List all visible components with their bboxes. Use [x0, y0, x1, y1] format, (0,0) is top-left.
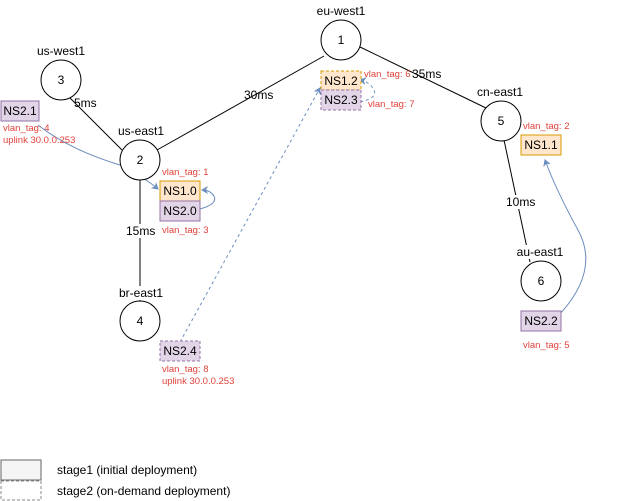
- region-node-6: 6: [520, 260, 562, 302]
- arrow-ns2-3-to-ns1-2: [359, 77, 376, 103]
- ns-box-ns2-0: [159, 200, 201, 222]
- svg-text:3: 3: [58, 73, 65, 87]
- ns-label: NS1.2: [324, 74, 358, 88]
- ns-box-ns1-2: [320, 70, 362, 91]
- latency-label: 35ms: [412, 67, 441, 81]
- link-1-5: [357, 45, 487, 109]
- arrow-ns2-2-to-ns1-1: [543, 159, 587, 315]
- region-name: us-east1: [118, 124, 164, 138]
- vlan-tag: vlan_tag: 1: [162, 167, 208, 178]
- legend-label: stage2 (on-demand deployment): [57, 484, 230, 498]
- ns-box-ns1-1: [520, 134, 562, 156]
- uplink-label: uplink 30.0.0.253: [162, 376, 234, 387]
- ns-box-ns2-2: [520, 310, 562, 332]
- legend-swatch-stage2: [0, 480, 42, 501]
- region-node-3: 3: [40, 59, 82, 101]
- svg-text:1: 1: [338, 33, 345, 47]
- arrow-ns2-4-to-ns1-2: [179, 87, 321, 343]
- vlan-tag: vlan_tag: 6: [364, 69, 410, 80]
- vlan-tag: vlan_tag: 7: [368, 99, 414, 110]
- link-2-1: [156, 55, 325, 151]
- arrow-ns2-1-to-ns1-0: [37, 124, 159, 190]
- vlan-tag: vlan_tag: 8: [162, 364, 208, 375]
- svg-text:6: 6: [538, 274, 545, 288]
- region-node-2: 2: [119, 139, 161, 181]
- region-name: cn-east1: [477, 85, 523, 99]
- latency-label: 15ms: [126, 224, 155, 238]
- vlan-tag: vlan_tag: 2: [523, 121, 569, 132]
- ns-label: NS2.1: [3, 104, 37, 118]
- ns-label: NS2.0: [163, 204, 197, 218]
- latency-label: 5ms: [74, 96, 97, 110]
- region-node-1: 1: [320, 19, 362, 61]
- svg-text:2: 2: [137, 153, 144, 167]
- arrow-ns2-0-to-ns1-0: [199, 186, 216, 210]
- region-name: br-east1: [119, 286, 163, 300]
- latency-label: 30ms: [244, 88, 273, 102]
- region-name: au-east1: [517, 245, 564, 259]
- vlan-tag: vlan_tag: 3: [162, 225, 208, 236]
- ns-label: NS1.0: [163, 184, 197, 198]
- link-3-2: [67, 95, 123, 151]
- legend: stage1 (initial deployment) stage2 (on-d…: [0, 459, 230, 501]
- legend-swatch-stage1: [0, 459, 42, 481]
- vlan-tag: vlan_tag: 5: [523, 340, 569, 351]
- ns-label: NS1.1: [524, 138, 558, 152]
- vlan-tag: vlan_tag: 4: [3, 123, 49, 134]
- ns-box-ns2-3: [320, 89, 362, 111]
- region-node-4: 4: [119, 300, 161, 342]
- svg-text:5: 5: [498, 114, 505, 128]
- latency-label: 10ms: [506, 195, 535, 209]
- region-name: us-west1: [37, 44, 85, 58]
- ns-label: NS2.2: [524, 314, 558, 328]
- uplink-label: uplink 30.0.0.253: [3, 135, 75, 146]
- region-name: eu-west1: [317, 4, 366, 18]
- svg-text:4: 4: [137, 314, 144, 328]
- legend-label: stage1 (initial deployment): [57, 463, 197, 477]
- ns-label: NS2.4: [163, 344, 197, 358]
- region-node-5: 5: [480, 100, 522, 142]
- ns-box-ns2-4: [159, 340, 201, 362]
- ns-label: NS2.3: [324, 93, 358, 107]
- ns-box-ns2-1: [0, 100, 40, 122]
